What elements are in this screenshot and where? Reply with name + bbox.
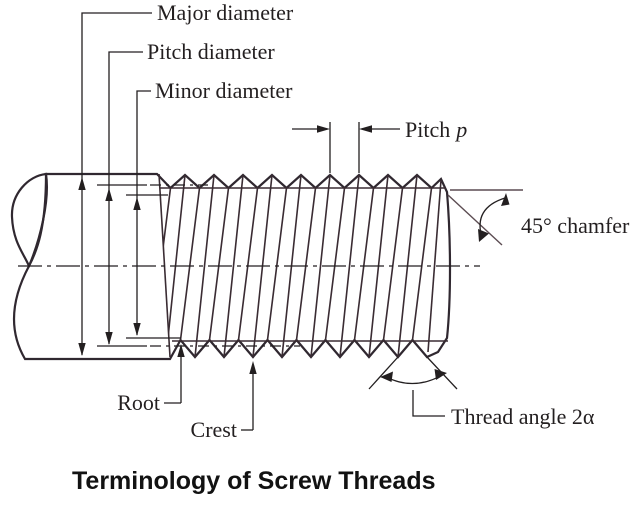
arrow-down-icon	[478, 229, 489, 242]
thread-angle-arc	[383, 373, 445, 385]
root-callout: Root	[117, 344, 185, 415]
arrow-down-icon	[105, 332, 113, 345]
break-curve	[10, 172, 48, 269]
minor-diameter-dimension: Minor diameter	[133, 78, 293, 336]
arrow-up-icon	[249, 361, 257, 374]
arrow-down-icon	[133, 323, 141, 336]
screw-body-shape	[12, 172, 452, 361]
pitch-diameter-dimension: Pitch diameter	[105, 39, 275, 345]
arrow-right-icon	[317, 125, 330, 133]
figure-title: Terminology of Screw Threads	[72, 467, 436, 495]
arrow-up-icon	[501, 193, 510, 206]
screw-body	[10, 172, 452, 361]
arrow-up-icon	[105, 188, 113, 201]
thread-angle-callout: Thread angle 2α	[368, 356, 595, 429]
arrow-right-icon	[434, 369, 447, 380]
arrow-up-icon	[133, 197, 141, 210]
root-label: Root	[117, 390, 160, 415]
crest-label: Crest	[191, 417, 237, 442]
chamfer-callout: 45° chamfer	[447, 189, 630, 246]
chamfer-label: 45° chamfer	[521, 213, 630, 238]
crest-callout: Crest	[191, 361, 257, 442]
arrow-up-icon	[177, 344, 185, 357]
diameter-reference-lines	[97, 184, 300, 347]
arrow-left-icon	[380, 371, 393, 382]
pitch-diameter-label: Pitch diameter	[147, 39, 275, 64]
arrow-left-icon	[359, 125, 372, 133]
minor-diameter-label: Minor diameter	[155, 78, 293, 103]
major-diameter-label: Major diameter	[157, 0, 294, 25]
major-diameter-dimension: Major diameter	[78, 0, 294, 356]
thread-angle-label: Thread angle 2α	[451, 404, 595, 429]
arrow-up-icon	[78, 177, 86, 190]
arrow-down-icon	[78, 343, 86, 356]
